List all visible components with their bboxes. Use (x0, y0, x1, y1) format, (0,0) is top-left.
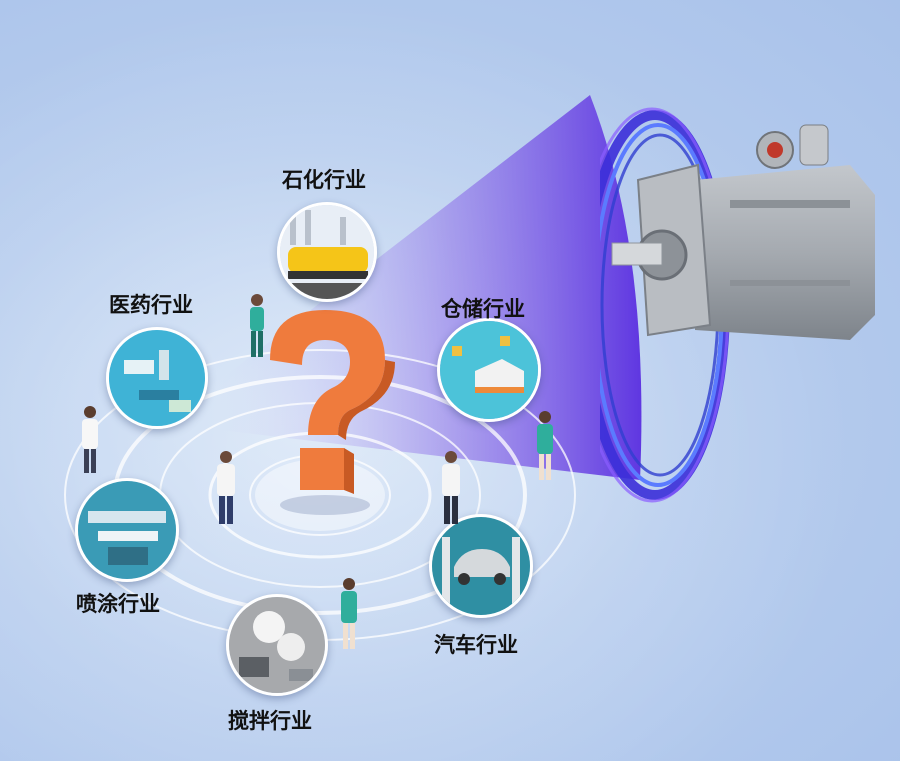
label-spraying: 喷涂行业 (76, 592, 160, 616)
petrochemical-image (277, 202, 377, 302)
label-petrochemical: 石化行业 (282, 168, 366, 192)
automotive-image (429, 514, 533, 618)
warehousing-image (437, 318, 541, 422)
question-mark-icon (270, 310, 395, 515)
label-pharmaceutical: 医药行业 (109, 293, 193, 317)
person-figure (341, 578, 357, 649)
person-figure (537, 411, 553, 480)
label-automotive: 汽车行业 (434, 633, 518, 657)
spraying-image (75, 478, 179, 582)
person-figure (82, 406, 98, 473)
person-figure (442, 451, 460, 524)
person-figure (217, 451, 235, 524)
servo-motor-image (600, 107, 875, 503)
mixing-image (226, 594, 328, 696)
pharmaceutical-image (106, 327, 208, 429)
label-mixing: 搅拌行业 (228, 709, 312, 733)
person-figure (250, 294, 264, 357)
label-warehousing: 仓储行业 (441, 297, 525, 321)
